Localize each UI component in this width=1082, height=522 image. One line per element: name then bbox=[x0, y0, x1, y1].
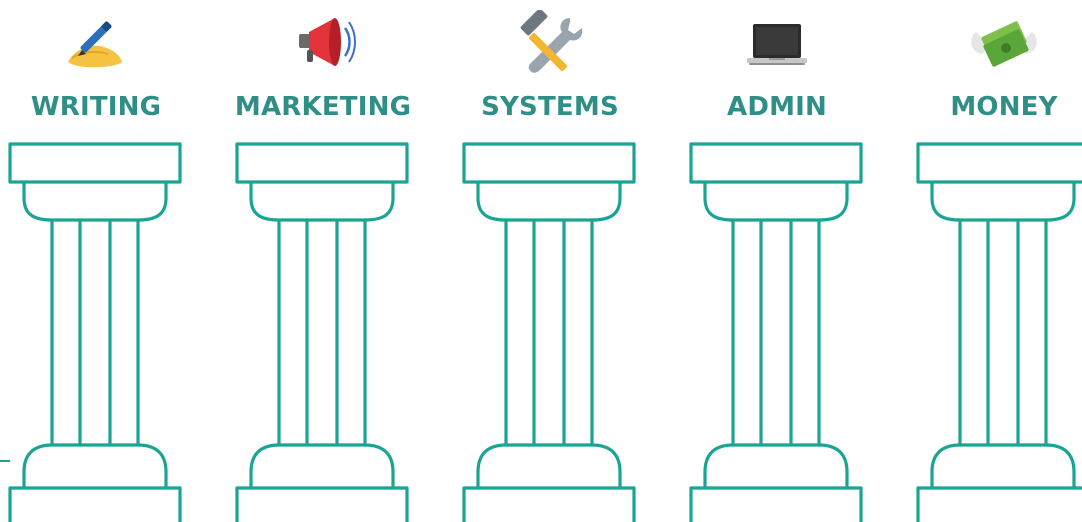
pillar-marketing: MARKETING bbox=[233, 0, 413, 522]
pillar-money: MONEY bbox=[914, 0, 1082, 522]
pillar-label: WRITING bbox=[30, 92, 162, 122]
pillar-label: MONEY bbox=[950, 92, 1058, 122]
pillar-column bbox=[687, 140, 867, 522]
pillar-column bbox=[233, 140, 413, 522]
money-wings-icon bbox=[966, 10, 1042, 76]
pillar-admin: ADMIN bbox=[687, 0, 867, 522]
edge-mark bbox=[0, 460, 10, 462]
hammer-wrench-icon bbox=[512, 10, 588, 76]
pillar-label: SYSTEMS bbox=[481, 92, 619, 122]
pillar-systems: SYSTEMS bbox=[460, 0, 640, 522]
laptop-icon bbox=[739, 10, 815, 76]
writing-hand-icon bbox=[58, 10, 134, 76]
pillar-label: ADMIN bbox=[726, 92, 828, 122]
megaphone-icon bbox=[285, 10, 361, 76]
pillar-column bbox=[460, 140, 640, 522]
pillar-column bbox=[914, 140, 1082, 522]
pillar-writing: WRITING bbox=[6, 0, 186, 522]
pillar-label: MARKETING bbox=[234, 92, 412, 122]
pillar-column bbox=[6, 140, 186, 522]
